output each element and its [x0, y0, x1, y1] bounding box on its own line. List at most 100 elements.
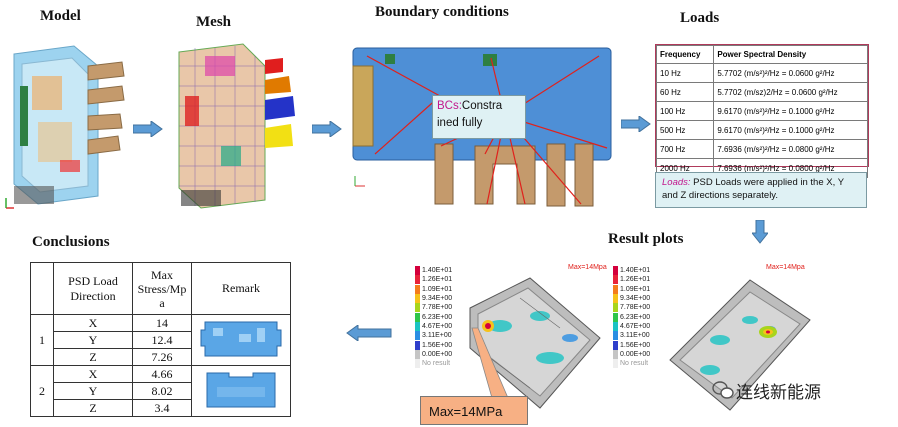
loads-header-row: Frequency Power Spectral Density — [655, 45, 868, 64]
legend-swatch — [415, 312, 420, 322]
frequency-cell: 100 Hz — [655, 101, 715, 121]
table-row: Z 3.4 — [31, 399, 291, 417]
legend-swatch — [415, 340, 420, 350]
legend-value: 7.78E+00 — [422, 304, 453, 312]
table-row: 1 X 14 — [30, 314, 291, 366]
loads-note-text: PSD Loads were applied in the X, Y and Z… — [662, 177, 844, 201]
legend-swatch — [613, 266, 618, 276]
callout-pointer — [471, 327, 509, 399]
legend-swatch — [613, 303, 618, 313]
model-title: Model — [40, 8, 81, 24]
legend-value: 4.67E+00 — [422, 322, 453, 330]
group-id-cell: 2 — [30, 365, 54, 417]
direction-cell: Y — [53, 331, 133, 349]
mesh-title: Mesh — [196, 14, 231, 30]
psd-cell: 5.7702 (m/sz)2/Hz = 0.0600 g²/Hz — [713, 82, 868, 102]
bcs-note: BCs:Constra ined fully — [432, 95, 526, 139]
legend-value: 1.56E+00 — [422, 341, 453, 349]
stress-cell: 3.4 — [132, 399, 192, 417]
arrow-right-icon — [133, 121, 163, 137]
legend-swatch — [415, 349, 420, 359]
legend-value: 3.11E+00 — [422, 332, 452, 340]
table-row: Y 12.4 — [31, 331, 291, 349]
loads-note: Loads: PSD Loads were applied in the X, … — [655, 172, 867, 208]
legend-value: 3.11E+00 — [620, 332, 650, 340]
table-row: Y 8.02 — [31, 382, 291, 400]
legend-value: 0.00E+00 — [620, 350, 651, 358]
loads-header-frequency: Frequency — [655, 45, 715, 64]
loads-title: Loads — [680, 10, 720, 26]
frequency-cell: 10 Hz — [655, 63, 715, 83]
legend-value: 7.78E+00 — [620, 304, 651, 312]
header-remark: Remark — [191, 262, 291, 315]
stress-cell: 7.26 — [132, 348, 192, 366]
loads-keyword: Loads: — [662, 177, 691, 188]
legend-value: 6.23E+00 — [620, 313, 651, 321]
boundary-conditions-title: Boundary conditions — [375, 4, 509, 20]
legend-value: 4.67E+00 — [620, 322, 651, 330]
stress-cell: 4.66 — [132, 365, 192, 383]
legend-swatch — [415, 294, 420, 304]
legend-value: 1.40E+01 — [422, 267, 453, 275]
legend-swatch — [415, 321, 420, 331]
conclusions-table: PSD Load Direction Max Stress/Mp a Remar… — [30, 262, 291, 417]
legend-swatch — [613, 294, 618, 304]
legend-value: 9.34E+00 — [620, 295, 651, 303]
max-label-1: Max=14Mpa — [568, 264, 607, 271]
result-plot-1-image — [469, 277, 601, 409]
table-row: 2 X 4.66 — [30, 365, 291, 417]
frequency-cell: 500 Hz — [655, 120, 715, 140]
remark-cell — [191, 365, 291, 417]
header-stress: Max Stress/Mp a — [132, 262, 192, 315]
result-legend-2: 1.40E+01 1.26E+01 1.09E+01 9.34E+00 7.78… — [613, 266, 651, 369]
psd-cell: 9.6170 (m/s²)²/Hz = 0.1000 g²/Hz — [713, 120, 868, 140]
psd-cell: 5.7702 (m/s²)²/Hz = 0.0600 g²/Hz — [713, 63, 868, 83]
remark-image-2 — [206, 372, 276, 408]
legend-value: 1.09E+01 — [422, 285, 453, 293]
legend-value: 1.26E+01 — [620, 276, 651, 284]
loads-header-psd: Power Spectral Density — [713, 45, 868, 64]
legend-swatch — [613, 331, 618, 341]
direction-cell: Z — [53, 348, 133, 366]
bcs-text-line1: Constra — [461, 100, 503, 112]
max-label-2: Max=14Mpa — [766, 264, 805, 271]
result-plot-2-image — [669, 279, 811, 411]
result-plots-title: Result plots — [608, 231, 684, 247]
legend-no-result: No result — [422, 360, 451, 368]
direction-cell: X — [53, 365, 133, 383]
legend-swatch — [415, 303, 420, 313]
legend-swatch — [415, 275, 420, 285]
watermark-text: 连线新能源 — [736, 383, 821, 403]
result-legend-1: 1.40E+01 1.26E+01 1.09E+01 9.34E+00 7.78… — [415, 266, 453, 369]
arrow-down-icon — [752, 220, 768, 244]
header-stress-line3: a — [159, 295, 165, 310]
legend-swatch — [415, 266, 420, 276]
arrow-right-icon — [621, 116, 651, 132]
legend-value: 0.00E+00 — [422, 350, 453, 358]
model-image — [5, 45, 125, 209]
stress-cell: 12.4 — [132, 331, 192, 349]
stress-cell: 8.02 — [132, 382, 192, 400]
direction-cell: X — [53, 314, 133, 332]
mesh-image — [178, 43, 295, 209]
header-direction-line2: Direction — [70, 288, 116, 303]
legend-swatch — [415, 359, 420, 369]
arrow-left-icon — [346, 325, 392, 341]
legend-value: 1.40E+01 — [620, 267, 651, 275]
legend-swatch — [613, 321, 618, 331]
legend-no-result: No result — [620, 360, 649, 368]
legend-swatch — [613, 284, 618, 294]
legend-value: 1.26E+01 — [422, 276, 453, 284]
bcs-keyword: BCs: — [437, 100, 462, 112]
legend-swatch — [613, 312, 618, 322]
remark-cell — [191, 314, 291, 366]
header-blank-cell — [30, 262, 54, 315]
group-id-cell: 1 — [30, 314, 54, 366]
header-stress-line2: Stress/Mp — [137, 281, 187, 296]
legend-swatch — [613, 275, 618, 285]
